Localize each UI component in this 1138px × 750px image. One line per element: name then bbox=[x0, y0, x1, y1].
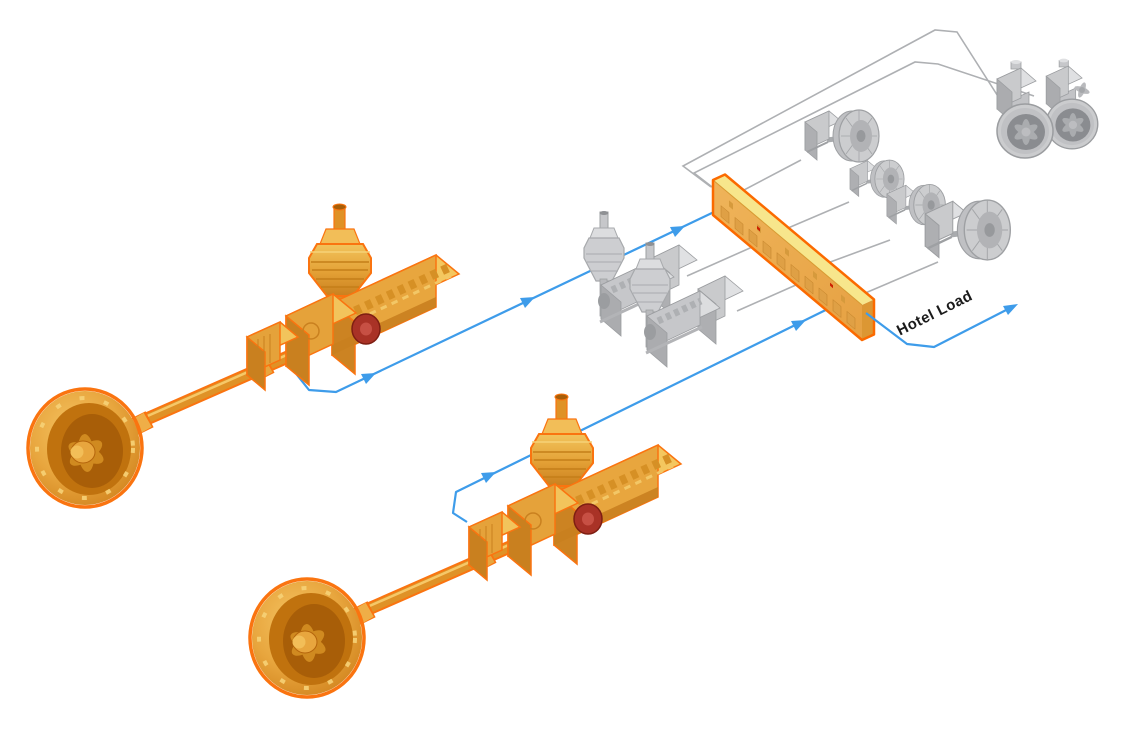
tunnel-thruster-2 bbox=[1045, 57, 1099, 150]
indicator-light bbox=[830, 282, 833, 289]
thruster-propeller-detail bbox=[1074, 82, 1090, 98]
thruster-feeder-line-outer bbox=[681, 29, 1009, 188]
propulsion-train-1 bbox=[28, 204, 459, 507]
blue-flow-arrows bbox=[361, 226, 806, 483]
tunnel-thruster-1 bbox=[996, 59, 1054, 159]
hotel-load-flow: Hotel Load bbox=[865, 287, 1018, 349]
switchboard-panels bbox=[720, 200, 856, 330]
flow-arrow-icon bbox=[361, 373, 376, 384]
switchboard-end-face bbox=[862, 299, 874, 340]
train2-power-line bbox=[451, 299, 847, 523]
flow-arrow-icon bbox=[481, 472, 496, 483]
switchboard-top-face bbox=[713, 174, 874, 305]
main-switchboard bbox=[711, 173, 876, 342]
flow-arrow-icon bbox=[791, 320, 806, 331]
flow-arrow-icon bbox=[670, 226, 685, 237]
indicator-light bbox=[757, 225, 760, 232]
motor-consumer-1 bbox=[805, 110, 879, 162]
switchboard-outline bbox=[711, 173, 876, 342]
flow-arrow-icon bbox=[520, 297, 535, 308]
motor-consumer-4 bbox=[925, 200, 1010, 260]
flow-arrow-icon bbox=[1003, 304, 1018, 315]
thruster-feeder-line-inner bbox=[692, 61, 1035, 191]
hotel-load-line bbox=[865, 306, 1013, 349]
propulsion-train-2 bbox=[250, 394, 681, 697]
